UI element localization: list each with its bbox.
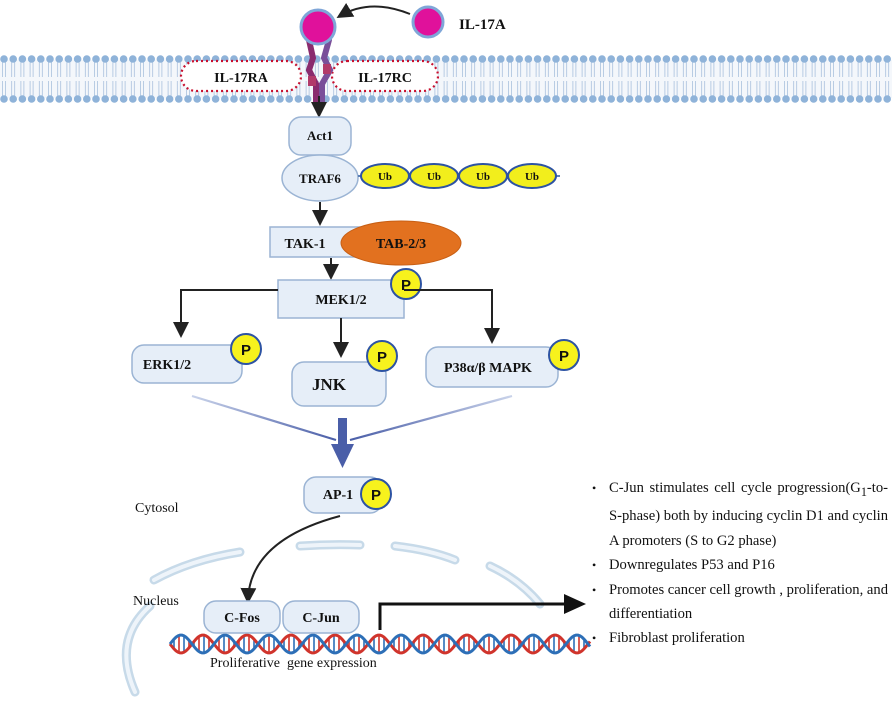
cytosol-label: Cytosol — [135, 501, 179, 516]
mek-node — [277, 279, 405, 319]
effect-subscript: 1 — [860, 484, 867, 499]
cell-membrane — [0, 55, 892, 103]
nucleus-label: Nucleus — [133, 594, 179, 609]
receptor-chains — [305, 37, 334, 107]
effect-text: Downregulates P53 and P16 — [609, 557, 775, 574]
jnk-node — [291, 361, 387, 407]
ubiquitin-3-label: Ub — [476, 171, 490, 183]
p38-phospho-label: P — [559, 348, 569, 365]
jnk-phospho-label: P — [377, 349, 387, 366]
bound-ligand — [299, 8, 337, 46]
ligand-label: IL-17A — [459, 17, 506, 33]
traf6-label: TRAF6 — [299, 171, 341, 186]
p38-phospho — [548, 339, 580, 371]
il17rc-label: IL-17RC — [358, 71, 412, 86]
cjun-label: C-Jun — [302, 611, 340, 626]
ubiquitin-1-label: Ub — [378, 171, 392, 183]
effects-list: C-Jun stimulates cell cycle progression(… — [592, 476, 888, 651]
ubiquitin-4 — [507, 163, 557, 189]
traf6-node — [281, 154, 359, 202]
effect-item: Fibroblast proliferation — [592, 626, 888, 651]
act1-label: Act1 — [307, 128, 333, 143]
il17ra-receptor — [179, 59, 303, 93]
dna-helix — [168, 633, 592, 655]
effect-text-rest: -to-S-phase) both by inducing cyclin D1 … — [609, 480, 888, 549]
mek-phospho-label: P — [401, 277, 411, 294]
ap1-phospho-label: P — [371, 487, 381, 504]
tak1-label: TAK-1 — [285, 237, 326, 252]
cjun-node — [282, 600, 360, 634]
free-ligand — [411, 5, 445, 39]
tab23-node — [340, 220, 462, 266]
mek-phospho — [390, 268, 422, 300]
convergence-arrows — [191, 394, 513, 468]
jnk-label: JNK — [312, 375, 347, 394]
jnk-phospho — [366, 340, 398, 372]
cfos-node — [203, 600, 281, 634]
p38-label: P38α/β MAPK — [444, 361, 532, 376]
effect-text: Fibroblast proliferation — [609, 630, 745, 647]
mek-label: MEK1/2 — [315, 293, 366, 308]
erk-phospho — [230, 333, 262, 365]
nuclear-envelope-inner — [124, 542, 542, 694]
output-arrowhead — [564, 594, 586, 614]
effect-item: Promotes cancer cell growth , proliferat… — [592, 578, 888, 627]
ap1-phospho — [360, 478, 392, 510]
ap1-label: AP-1 — [323, 488, 353, 503]
effect-item: C-Jun stimulates cell cycle progression(… — [592, 476, 888, 553]
ubiquitin-chain: Ub Ub Ub Ub — [360, 163, 557, 189]
il17ra-label: IL-17RA — [214, 71, 269, 86]
effect-text: Promotes cancer cell growth , proliferat… — [609, 581, 888, 622]
binding-arrow — [336, 2, 411, 19]
erk-label: ERK1/2 — [143, 358, 191, 373]
output-arrow — [378, 602, 566, 630]
il17rc-receptor — [330, 59, 440, 93]
gene-expression-label: Proliferative gene expression — [210, 656, 377, 671]
ap1-to-nucleus-arrow — [240, 515, 341, 604]
mek-branch-arrows — [173, 289, 500, 358]
tab23-label: TAB-2/3 — [376, 237, 426, 252]
effect-text: C-Jun stimulates cell cycle progression(… — [609, 480, 861, 496]
ubiquitin-4-label: Ub — [525, 171, 539, 183]
cfos-label: C-Fos — [224, 611, 260, 626]
erk-phospho-label: P — [241, 342, 251, 359]
effect-item: Downregulates P53 and P16 — [592, 553, 888, 578]
ubiquitin-2-label: Ub — [427, 171, 441, 183]
